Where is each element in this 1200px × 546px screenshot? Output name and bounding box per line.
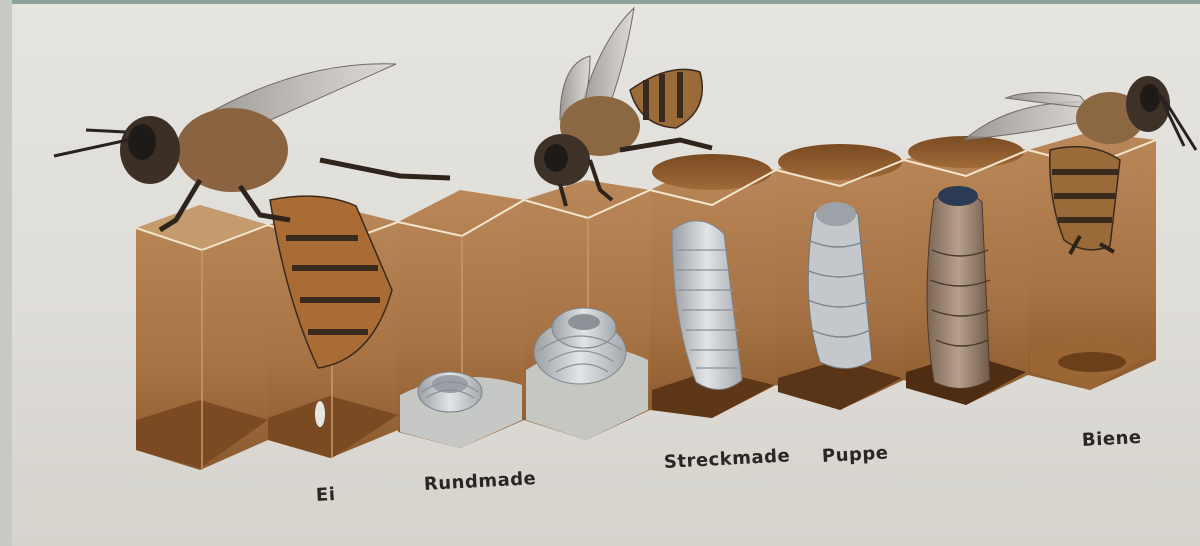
cell-empty [136, 205, 268, 470]
egg-icon [315, 401, 325, 427]
round-larva-icon [418, 372, 482, 412]
cell-round-larva-large [524, 180, 650, 440]
dark-pupa-icon [927, 186, 990, 389]
label-ei: Ei [315, 484, 336, 506]
label-biene: Biene [1081, 427, 1142, 451]
cell-pupa [776, 144, 904, 410]
cell-stretched-larva [650, 154, 776, 418]
cell-round-larva [398, 190, 524, 448]
label-puppe: Puppe [821, 443, 888, 467]
cell-developed-pupa [904, 136, 1028, 405]
